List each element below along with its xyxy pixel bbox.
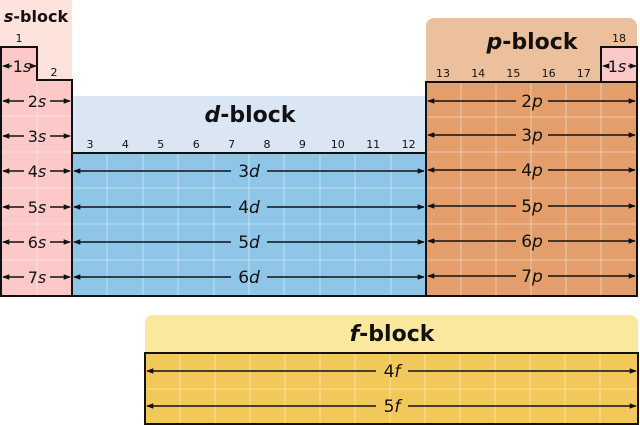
orbital-label: 4s [28, 162, 47, 181]
orbital-row-6p: 6p [427, 232, 636, 252]
orbital-row-4s: 4s [2, 162, 71, 181]
orbital-label: 5f [384, 397, 404, 417]
d-block-header [72, 96, 426, 153]
orbital-row-4d: 4d [73, 198, 425, 218]
orbital-row-3p: 3p [427, 126, 636, 146]
orbital-row-2p: 2p [427, 92, 636, 112]
f-block-title: f-block [350, 322, 436, 347]
group-number-1: 1 [16, 32, 23, 45]
p-group-numbers: 13 14 15 16 17 [436, 67, 591, 80]
orbital-label: 1s [13, 57, 32, 76]
orbital-label: 6p [521, 232, 543, 252]
orbital-label: 3p [521, 126, 543, 146]
cell-grid [1, 80, 638, 424]
f-block-outline [144, 352, 639, 425]
s-block-title: s-block [4, 7, 69, 26]
orbital-label: 4d [238, 198, 260, 218]
group-number-13: 13 [436, 67, 450, 80]
orbital-label: 5s [28, 198, 47, 217]
orbital-label: 5d [238, 233, 260, 253]
orbital-row-5d: 5d [73, 233, 425, 253]
orbital-row-4p: 4p [427, 161, 636, 181]
orbital-label: 1s [608, 57, 627, 76]
d-block-title: d-block [205, 103, 297, 128]
orbital-row-2s: 2s [2, 92, 71, 111]
group-number-17: 17 [577, 67, 591, 80]
orbital-row-he-1s: 1s [602, 57, 637, 76]
p-block-header [426, 18, 637, 82]
orbital-label: 3d [238, 162, 260, 182]
orbital-label: 6s [28, 233, 47, 252]
orbital-row-7s: 7s [2, 268, 71, 287]
d-group-numbers: 3 4 5 6 7 8 9 10 11 12 [87, 138, 416, 151]
p-block-title: p-block [486, 30, 579, 55]
group-number-14: 14 [471, 67, 485, 80]
orbital-row-6s: 6s [2, 233, 71, 252]
orbital-row-3d: 3d [73, 162, 425, 182]
orbital-row-5f: 5f [146, 397, 637, 417]
orbital-label: 2p [521, 92, 543, 112]
group-number-8: 8 [264, 138, 271, 151]
orbital-label: 7p [521, 267, 543, 287]
group-number-3: 3 [87, 138, 94, 151]
group-number-5: 5 [157, 138, 164, 151]
orbital-label: 7s [28, 268, 47, 287]
orbital-label: 5p [521, 197, 543, 217]
orbital-label: 2s [28, 92, 47, 111]
group-number-7: 7 [228, 138, 235, 151]
orbital-row-3s: 3s [2, 127, 71, 146]
orbital-label: 4f [384, 362, 404, 382]
block-outlines [0, 46, 639, 425]
group-number-12: 12 [402, 138, 416, 151]
orbital-row-1s: 1s [2, 57, 37, 76]
orbital-rows: 1s 2s 3s 4s 5s 6s 7s 1s 2p 3p 4p 5p 6p 7p 3d 4d 5d 6d 4f 5f [2, 57, 637, 417]
f-block-body [145, 353, 638, 424]
orbital-row-7p: 7p [427, 267, 636, 287]
group-number-4: 4 [122, 138, 129, 151]
group-number-2: 2 [51, 66, 58, 79]
group-number-10: 10 [331, 138, 345, 151]
group-number-18: 18 [612, 32, 626, 45]
group-number-9: 9 [299, 138, 306, 151]
orbital-label: 3s [28, 127, 47, 146]
f-block-header [145, 315, 638, 353]
orbital-label: 4p [521, 161, 543, 181]
p-block-body [426, 82, 637, 296]
group-number-11: 11 [366, 138, 380, 151]
group-number-16: 16 [542, 67, 556, 80]
p-block-outline [425, 81, 638, 297]
group-number-6: 6 [193, 138, 200, 151]
orbital-row-6d: 6d [73, 268, 425, 288]
helium-outline [600, 46, 638, 83]
group-number-15: 15 [506, 67, 520, 80]
orbital-row-5s: 5s [2, 198, 71, 217]
orbital-label: 6d [238, 268, 260, 288]
orbital-row-5p: 5p [427, 197, 636, 217]
orbital-row-4f: 4f [146, 362, 637, 382]
